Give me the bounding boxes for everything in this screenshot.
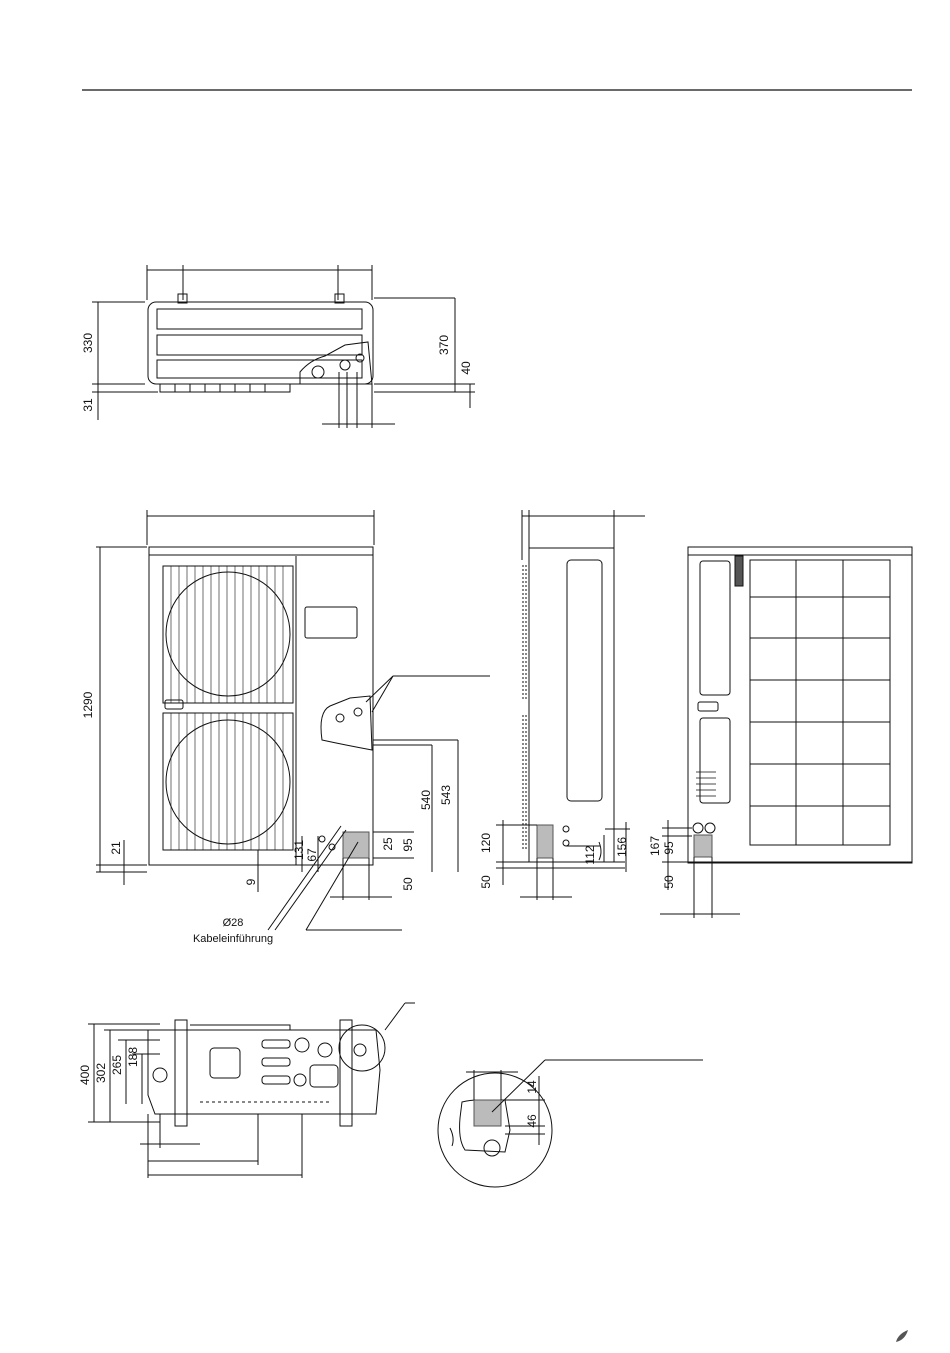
- rear-dim-50: 50: [662, 875, 676, 889]
- top-dim-40: 40: [459, 361, 473, 375]
- front-dim-540: 540: [419, 790, 433, 810]
- base-dim-265: 265: [110, 1055, 124, 1075]
- base-dim-400: 400: [78, 1065, 92, 1085]
- rear-dim-167: 167: [648, 836, 662, 856]
- rear-view: 167 95 50: [648, 547, 912, 918]
- detail-view: 14 46: [438, 1060, 703, 1187]
- side-dim-112: 112: [583, 845, 597, 864]
- rear-dim-95: 95: [662, 841, 676, 855]
- top-dim-31: 31: [81, 398, 95, 412]
- cable-entry-label: Kabeleinführung: [193, 933, 273, 945]
- brand-leaf-icon: [896, 1330, 908, 1342]
- detail-dim-14: 14: [525, 1080, 539, 1094]
- top-dim-370: 370: [437, 335, 451, 355]
- front-dim-95: 95: [401, 838, 415, 852]
- diameter-label: Ø28: [223, 917, 244, 929]
- side-view: 120 50 112 156: [479, 510, 645, 900]
- front-dim-25: 25: [381, 837, 395, 851]
- side-dim-50: 50: [479, 875, 493, 889]
- base-dim-188: 188: [126, 1047, 140, 1067]
- front-view: 1290 21 9 131 67 25 95 540 543 50 Ø28 Ka…: [81, 510, 490, 945]
- top-view: 330 31 370 40: [81, 265, 475, 428]
- base-dim-302: 302: [94, 1063, 108, 1083]
- front-dim-1290: 1290: [81, 691, 95, 718]
- front-dim-21: 21: [109, 841, 123, 855]
- front-dim-67: 67: [305, 848, 319, 862]
- side-dim-120: 120: [479, 833, 493, 853]
- front-dim-543: 543: [439, 785, 453, 805]
- front-dim-131: 131: [292, 840, 306, 860]
- base-view: 400 302 265 188: [78, 1003, 415, 1178]
- top-dim-330: 330: [81, 333, 95, 353]
- front-dim-50: 50: [401, 877, 415, 891]
- side-dim-156: 156: [615, 837, 629, 857]
- detail-dim-46: 46: [525, 1114, 539, 1128]
- front-dim-9: 9: [244, 878, 258, 885]
